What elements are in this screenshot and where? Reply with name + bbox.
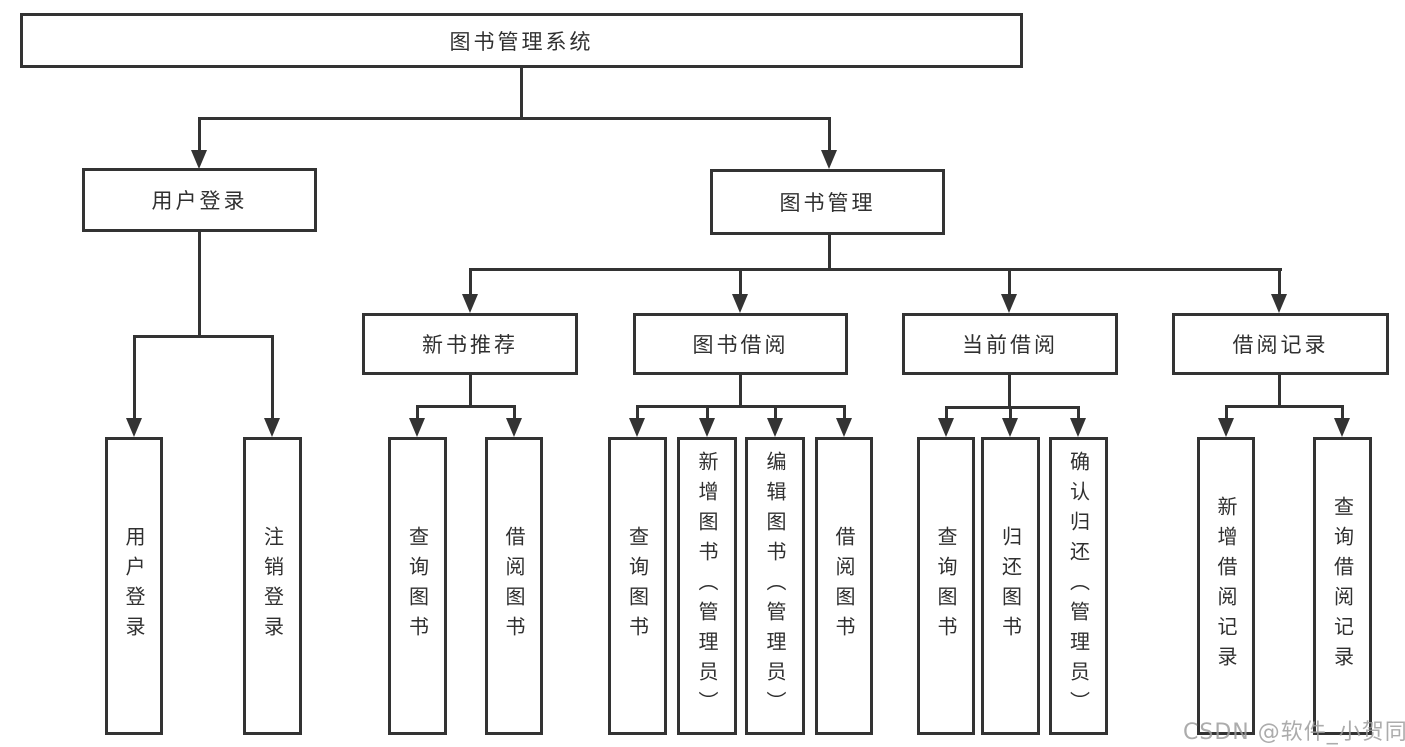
leaf-query-borrow-record: 查询借阅记录 [1313, 437, 1372, 735]
edge-to-leaf-query-1 [416, 405, 419, 418]
node-new-book-recommend: 新书推荐 [362, 313, 578, 375]
edge-to-user-login [198, 117, 201, 150]
arrowhead-leaf-query-3 [938, 418, 954, 437]
node-label: 用户登录 [122, 526, 146, 646]
edge-new-book-stem [469, 375, 472, 408]
edge-to-leaf-add-book [706, 405, 709, 418]
node-label: 借阅图书 [502, 526, 526, 646]
arrowhead-user-login [191, 150, 207, 169]
leaf-return-books: 归还图书 [981, 437, 1040, 735]
leaf-logout: 注销登录 [243, 437, 302, 735]
arrowhead-leaf-confirm-return [1070, 418, 1086, 437]
arrowhead-leaf-query-record [1334, 418, 1350, 437]
arrowhead-leaf-add-record [1218, 418, 1234, 437]
arrowhead-leaf-logout [264, 418, 280, 437]
arrowhead-leaf-borrow-1 [506, 418, 522, 437]
edge-to-leaf-user-login [133, 335, 136, 418]
arrowhead-borrowing-records [1271, 294, 1287, 313]
edge-to-current-borrowing [1008, 268, 1011, 294]
node-label: 新增图书（管理员） [695, 451, 719, 721]
arrowhead-leaf-user-login [126, 418, 142, 437]
arrowhead-book-management [821, 150, 837, 169]
edge-to-new-book-recommend [469, 268, 472, 294]
edge-to-leaf-query-2 [636, 405, 639, 418]
edge-root-stem [520, 68, 523, 119]
leaf-borrow-books-1: 借阅图书 [485, 437, 543, 735]
edge-current-borrow-rail [945, 406, 1080, 409]
leaf-add-borrow-record: 新增借阅记录 [1197, 437, 1255, 735]
node-label: 编辑图书（管理员） [763, 451, 787, 721]
node-label: 注销登录 [260, 526, 285, 646]
leaf-confirm-return-admin: 确认归还（管理员） [1049, 437, 1108, 735]
leaf-add-book-admin: 新增图书（管理员） [677, 437, 737, 735]
leaf-edit-book-admin: 编辑图书（管理员） [745, 437, 805, 735]
arrowhead-new-book-recommend [462, 294, 478, 313]
edge-records-rail [1225, 405, 1344, 408]
arrowhead-current-borrowing [1001, 294, 1017, 313]
node-current-borrowing: 当前借阅 [902, 313, 1118, 375]
arrowhead-leaf-query-1 [409, 418, 425, 437]
node-label: 查询图书 [934, 526, 958, 646]
edge-to-borrowing-records [1278, 268, 1281, 294]
edge-to-leaf-borrow-1 [513, 405, 516, 418]
edge-user-login-rail [133, 335, 274, 338]
edge-to-leaf-return [1009, 406, 1012, 418]
arrowhead-leaf-edit-book [767, 418, 783, 437]
arrowhead-leaf-borrow-2 [836, 418, 852, 437]
edge-to-leaf-query-record [1341, 405, 1344, 418]
edge-to-leaf-logout [271, 335, 274, 418]
node-label: 借阅记录 [1232, 333, 1329, 357]
leaf-query-books-3: 查询图书 [917, 437, 975, 735]
edge-book-borrow-stem [739, 375, 742, 408]
node-label: 归还图书 [998, 526, 1023, 646]
node-label: 图书管理 [779, 191, 876, 215]
edge-to-book-borrowing [739, 268, 742, 294]
node-root-library-system: 图书管理系统 [20, 13, 1023, 68]
node-borrowing-records: 借阅记录 [1172, 313, 1389, 375]
arrowhead-leaf-add-book [699, 418, 715, 437]
edge-to-leaf-confirm-return [1077, 406, 1080, 418]
node-label: 用户登录 [151, 189, 248, 213]
node-book-management: 图书管理 [710, 169, 945, 235]
arrowhead-book-borrowing [732, 294, 748, 313]
edge-book-mgmt-rail [469, 268, 1282, 271]
node-label: 图书借阅 [692, 333, 789, 357]
leaf-query-books-2: 查询图书 [608, 437, 667, 735]
node-label: 确认归还（管理员） [1066, 451, 1091, 721]
node-label: 新书推荐 [422, 333, 518, 357]
edge-to-leaf-edit-book [774, 405, 777, 418]
edge-current-borrow-stem [1008, 375, 1011, 409]
arrowhead-leaf-query-2 [629, 418, 645, 437]
csdn-watermark: CSDN @软件_小贺同学 [1183, 720, 1405, 745]
edge-to-leaf-borrow-2 [843, 405, 846, 418]
edge-to-book-management [828, 117, 831, 150]
node-label: 查询图书 [625, 526, 650, 646]
node-label: 图书管理系统 [449, 29, 594, 54]
edge-records-stem [1278, 375, 1281, 408]
edge-book-mgmt-stem [828, 235, 831, 271]
edge-root-rail [198, 117, 831, 120]
node-book-borrowing: 图书借阅 [633, 313, 848, 375]
edge-to-leaf-query-3 [945, 406, 948, 418]
edge-user-login-stem [198, 232, 201, 338]
node-label: 当前借阅 [962, 333, 1058, 357]
edge-to-leaf-add-record [1225, 405, 1228, 418]
node-user-login: 用户登录 [82, 168, 317, 232]
edge-new-book-rail [416, 405, 516, 408]
node-label: 借阅图书 [832, 526, 856, 646]
node-label: 查询借阅记录 [1330, 496, 1355, 676]
edge-book-borrow-rail [636, 405, 846, 408]
node-label: 新增借阅记录 [1214, 496, 1238, 676]
leaf-borrow-books-2: 借阅图书 [815, 437, 873, 735]
node-label: 查询图书 [405, 526, 430, 646]
arrowhead-leaf-return [1002, 418, 1018, 437]
leaf-query-books-1: 查询图书 [388, 437, 447, 735]
leaf-user-login: 用户登录 [105, 437, 163, 735]
